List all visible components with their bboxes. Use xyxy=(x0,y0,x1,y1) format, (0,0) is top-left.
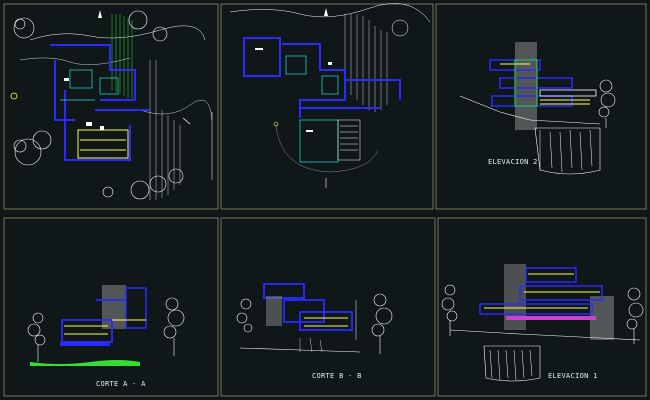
section-a-a-drawing xyxy=(27,285,185,366)
panel-label-section-a-a: CORTE A - A xyxy=(96,380,146,388)
panel-label-elevation-2: ELEVACION 2 xyxy=(488,158,538,166)
frame-elevation-2 xyxy=(435,3,647,210)
elevation-1-drawing xyxy=(441,264,644,382)
plan-upper-drawing xyxy=(229,3,431,188)
panel-label-section-b-b: CORTE B - B xyxy=(312,372,362,380)
plan-lower-drawing xyxy=(10,10,213,200)
frame-section-a-a xyxy=(3,217,219,397)
panel-frames xyxy=(3,3,647,397)
frame-section-b-b xyxy=(220,217,436,397)
section-b-b-drawing xyxy=(236,283,393,354)
frame-elevation-1 xyxy=(437,217,647,397)
elevation-2-drawing xyxy=(459,42,616,175)
panel-label-elevation-1: ELEVACION 1 xyxy=(548,372,598,380)
frame-plan-lower xyxy=(3,3,219,210)
frame-plan-upper xyxy=(220,3,434,210)
